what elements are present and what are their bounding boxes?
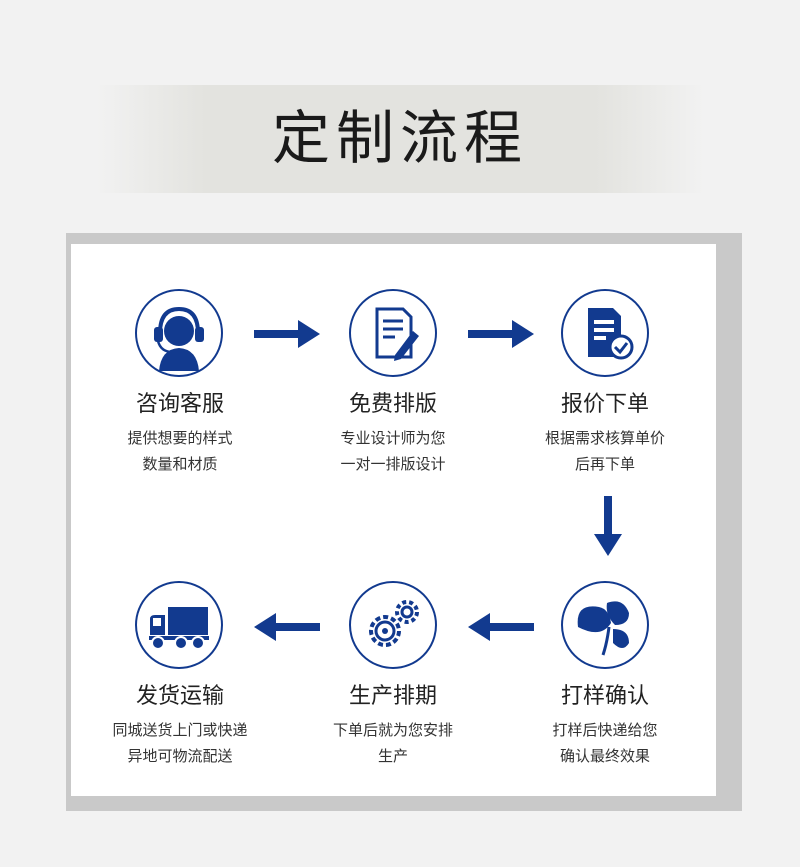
step-1-title: 咨询客服 [135, 392, 224, 417]
step-1-desc-line-2: 数量和材质 [142, 455, 218, 473]
step-2-icon-circle [349, 289, 437, 377]
title-banner [95, 85, 705, 193]
step-5-icon-circle [349, 581, 437, 669]
step-3-desc-line-2: 后再下单 [574, 455, 635, 473]
step-5-title: 生产排期 [348, 684, 437, 709]
step-6-desc-line-1: 同城送货上门或快递 [112, 721, 248, 739]
arrow-left-icon [254, 613, 320, 641]
page-title: 定制流程 [271, 104, 528, 172]
step-5-desc-line-1: 下单后就为您安排 [332, 721, 453, 739]
step-3-icon-circle [561, 289, 649, 377]
step-3-desc-line-1: 根据需求核算单价 [544, 429, 665, 447]
step-6-icon-circle [135, 581, 223, 669]
arrow-left-icon [468, 613, 534, 641]
clover-leaf-icon [577, 601, 629, 656]
arrow-right-icon [468, 320, 534, 348]
step-4-title: 打样确认 [560, 684, 649, 709]
step-4-desc-line-2: 确认最终效果 [559, 747, 650, 765]
step-5-desc-line-2: 生产 [377, 747, 408, 765]
step-2-desc-line-2: 一对一排版设计 [340, 455, 446, 473]
step-6-desc-line-2: 异地可物流配送 [127, 747, 233, 765]
document-check-icon [588, 308, 634, 360]
arrow-right-icon [254, 320, 320, 348]
step-4-icon-circle [561, 581, 649, 669]
step-1-desc-line-1: 提供想要的样式 [127, 429, 233, 447]
step-4-desc-line-1: 打样后快递给您 [552, 721, 658, 739]
arrow-down-icon [594, 496, 622, 556]
step-2-title: 免费排版 [348, 392, 437, 417]
step-3-title: 报价下单 [560, 392, 649, 417]
truck-icon [149, 607, 209, 650]
step-6-title: 发货运输 [135, 684, 224, 709]
step-2-desc-line-1: 专业设计师为您 [340, 429, 446, 447]
gears-icon [369, 600, 419, 647]
headset-icon [154, 306, 204, 371]
document-edit-icon [375, 307, 419, 361]
step-1-icon-circle [135, 289, 223, 377]
